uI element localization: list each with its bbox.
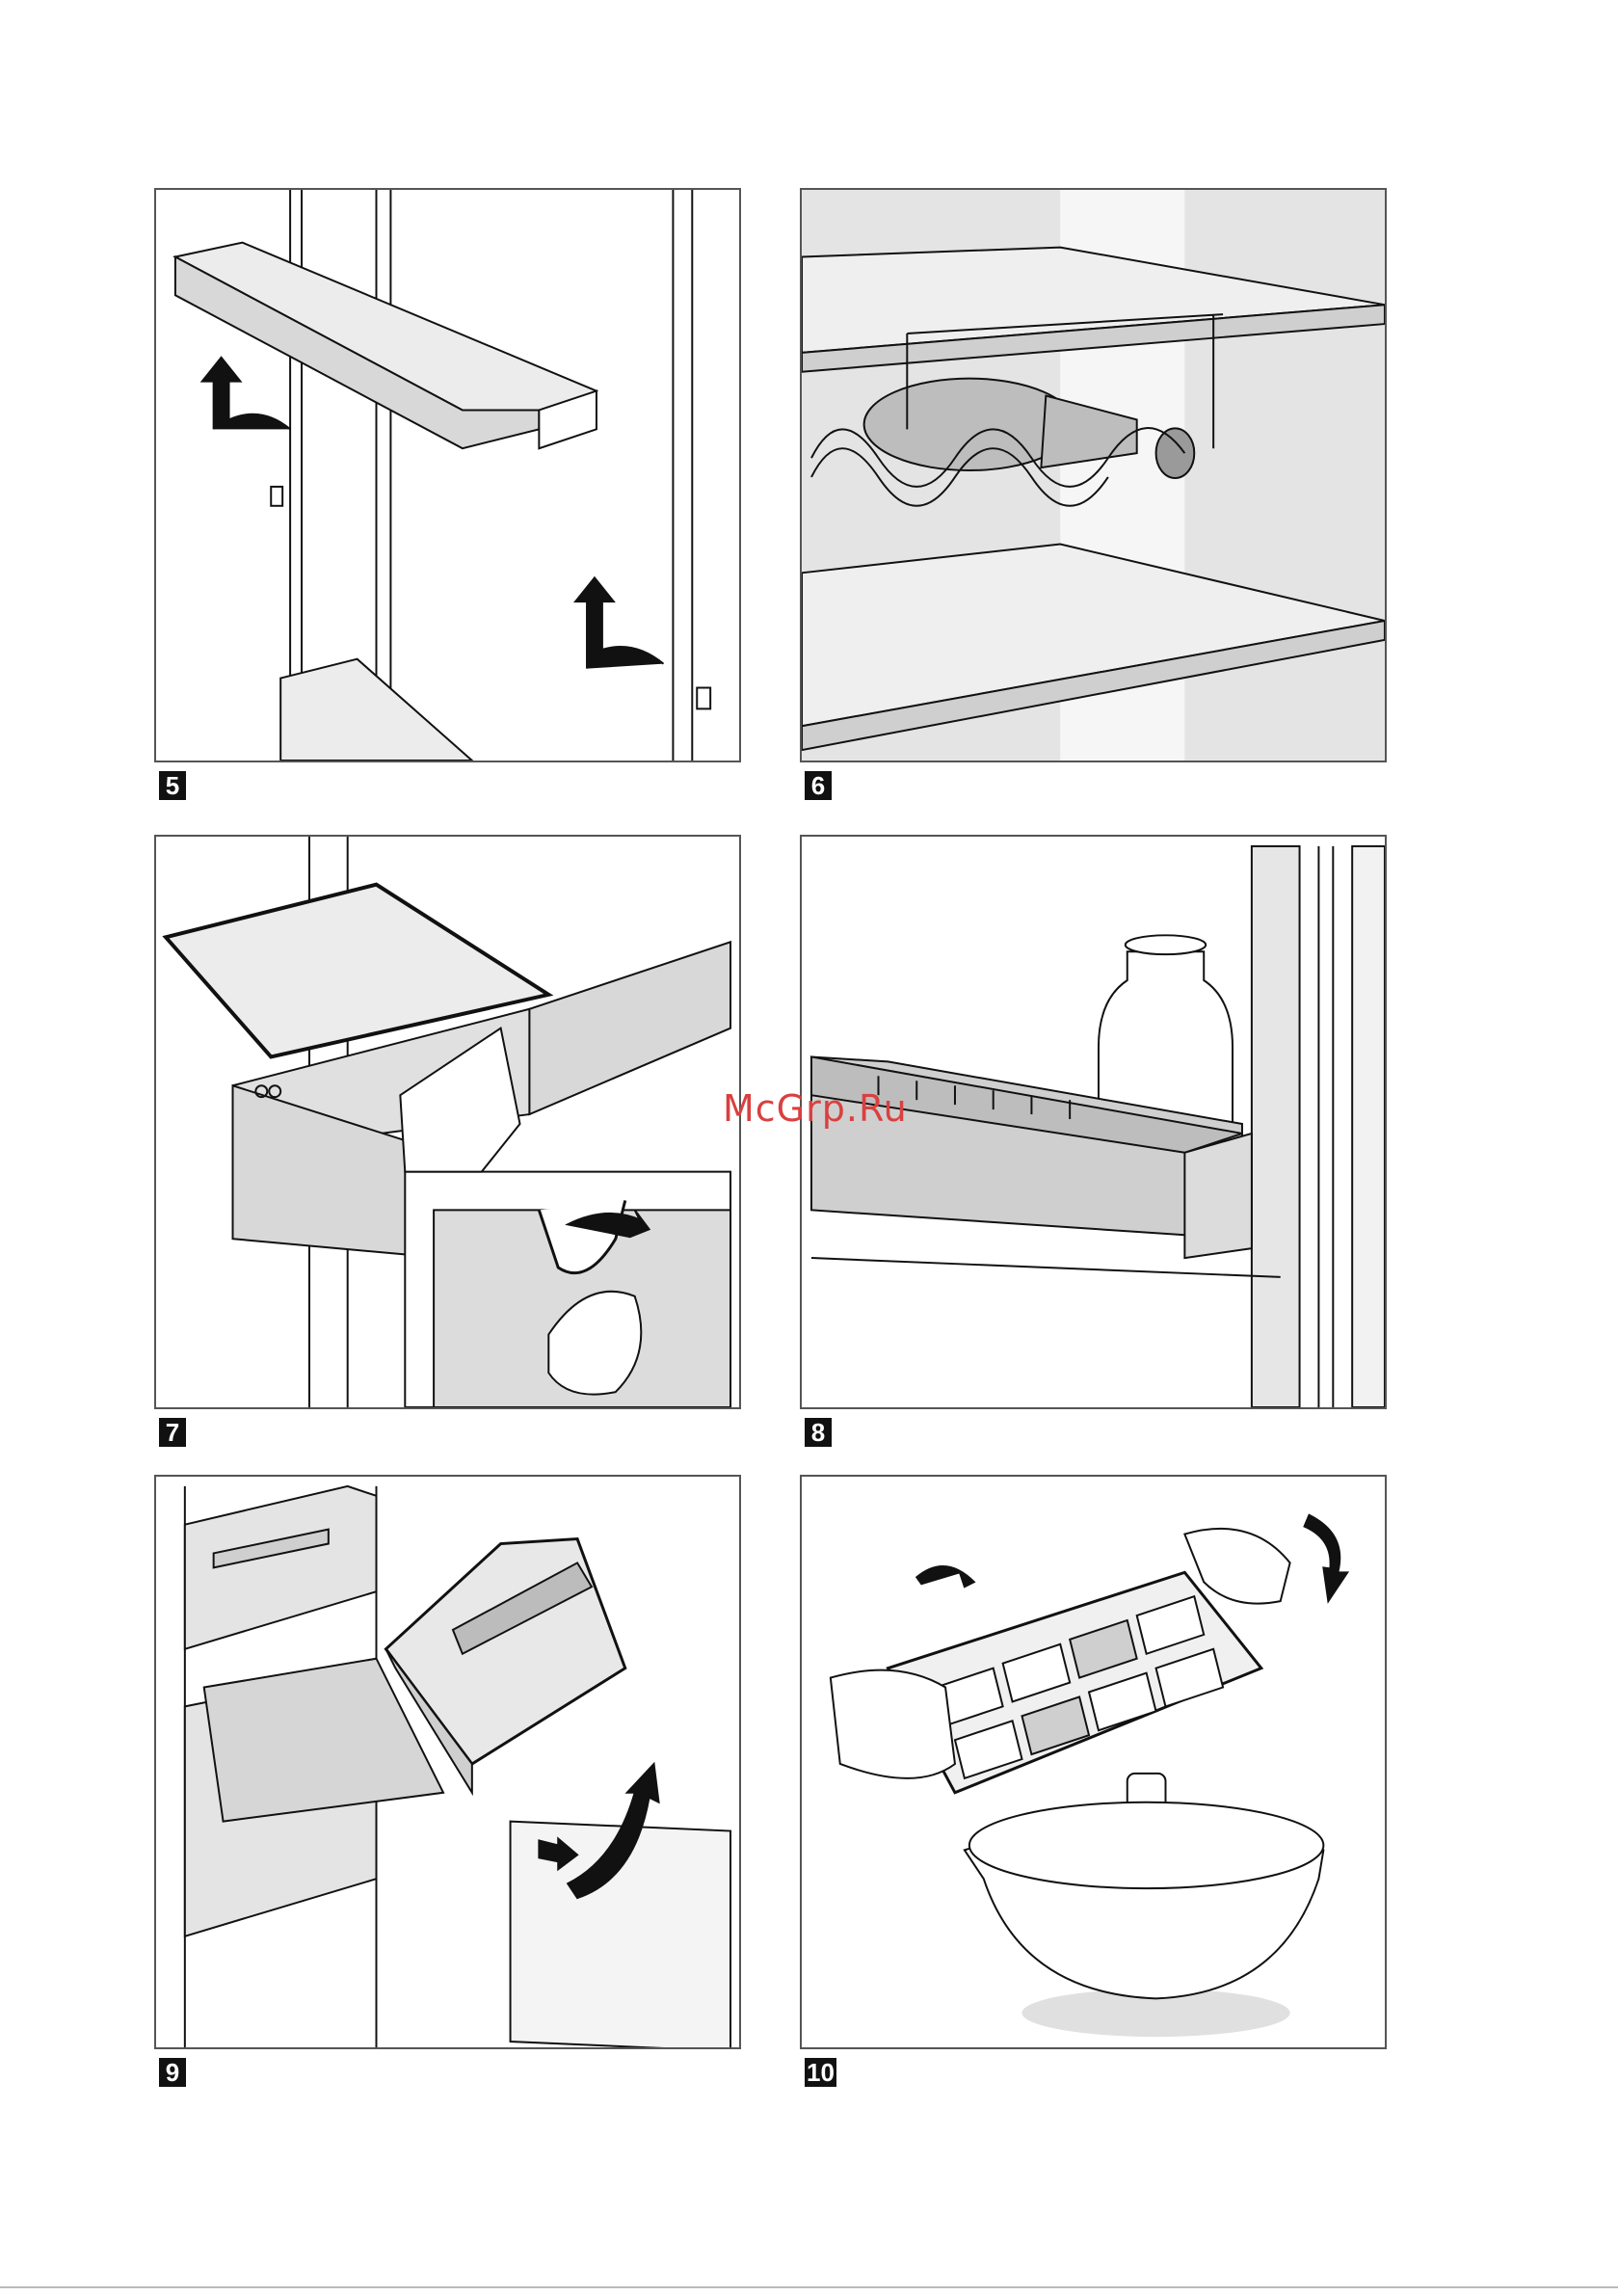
figure-5-illustration (154, 188, 741, 762)
figure-number-badge: 6 (805, 771, 832, 800)
figure-9-illustration (154, 1475, 741, 2049)
ice-tray-drawing (802, 1477, 1385, 2047)
figure-number-badge: 8 (805, 1418, 832, 1447)
figure-number-badge: 9 (159, 2058, 186, 2087)
figure-7-illustration (154, 835, 741, 1409)
door-shelf-drawing (156, 190, 739, 761)
figure-number-badge: 7 (159, 1418, 186, 1447)
figure-number-badge: 5 (159, 771, 186, 800)
shelf-glass-drawing (156, 837, 739, 1407)
watermark-text: McGrp.Ru (723, 1087, 908, 1130)
figure-6-illustration (800, 188, 1387, 762)
freezer-drawer-drawing (156, 1477, 739, 2047)
figure-number-badge: 10 (805, 2058, 836, 2087)
figure-10-illustration (800, 1475, 1387, 2049)
bottle-rack-drawing (802, 190, 1385, 761)
footer-rule (0, 2286, 1618, 2288)
